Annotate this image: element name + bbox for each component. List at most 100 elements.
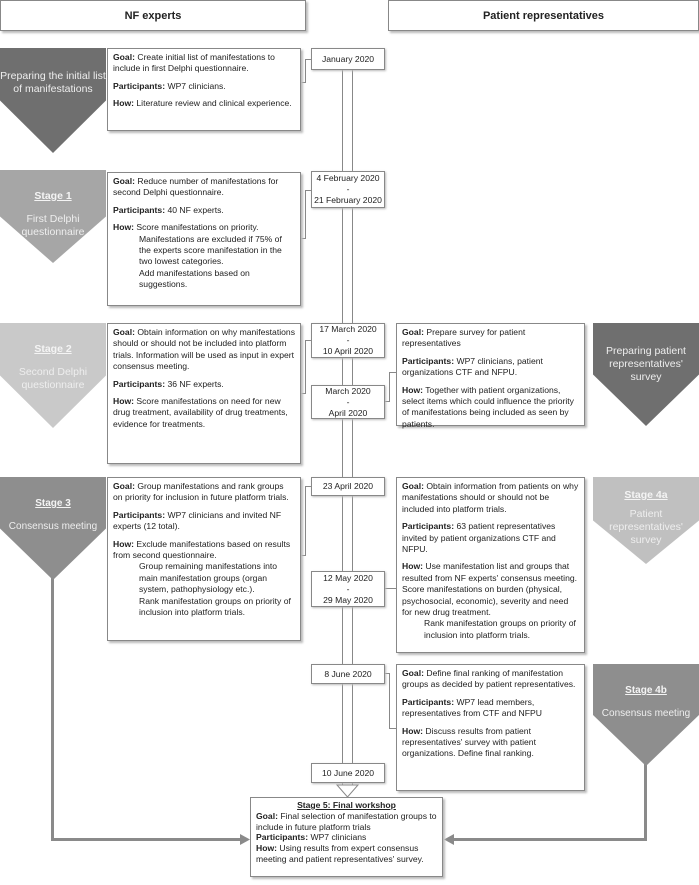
goal-text: Reduce number of manifestations for seco… <box>113 176 279 198</box>
how-label: How: <box>402 384 424 395</box>
stage4b-description: Goal: Define final ranking of manifestat… <box>396 664 585 791</box>
connector <box>389 588 396 589</box>
date-separator: - <box>346 583 350 594</box>
participants-label: Participants: <box>256 832 309 843</box>
date-23-april-2020: 23 April 2020 <box>311 477 385 496</box>
participants-label: Participants: <box>113 509 166 520</box>
timeline-arrow-icon <box>336 784 359 798</box>
stage5-description: Stage 5: Final workshop Goal: Final sele… <box>250 797 443 877</box>
stage2-shape: Stage 2 Second Delphi questionnaire <box>0 323 106 428</box>
connector <box>305 486 306 556</box>
date-text: 10 April 2020 <box>322 346 374 356</box>
arrow-right-icon <box>240 834 250 845</box>
goal-label: Goal: <box>113 481 135 491</box>
how-text: Using results from expert consensus meet… <box>256 843 424 864</box>
arrow-left-icon <box>444 834 454 845</box>
connector <box>389 673 390 729</box>
connector <box>300 238 305 239</box>
stage2-description: Goal: Obtain information on why manifest… <box>107 323 301 464</box>
stage2-label: Stage 2 <box>34 343 72 355</box>
connector <box>305 340 306 394</box>
connector <box>384 401 389 402</box>
connector <box>300 393 305 394</box>
goal-label: Goal: <box>402 668 424 678</box>
connector <box>305 190 311 191</box>
date-text: 23 April 2020 <box>322 481 374 491</box>
connector <box>305 59 311 60</box>
goal-text: Final selection of manifestation groups … <box>256 810 437 832</box>
connector <box>305 486 311 487</box>
stage3-title: Consensus meeting <box>8 521 98 532</box>
participants-text: WP7 clinicians <box>310 832 367 843</box>
stage-prep-shape: Preparing the initial list of manifestat… <box>0 48 106 153</box>
participants-label: Participants: <box>402 696 455 707</box>
stage4b-title: Consensus meeting <box>601 708 691 719</box>
how-label: How: <box>402 725 424 736</box>
stage4a-label: Stage 4a <box>624 489 668 501</box>
date-separator: - <box>346 396 350 407</box>
header-nf-experts: NF experts <box>0 0 306 31</box>
goal-label: Goal: <box>402 327 424 337</box>
date-february-2020: 4 February 2020-21 February 2020 <box>311 171 385 208</box>
how-text: Use manifestation list and groups that r… <box>402 561 578 618</box>
date-8-june-2020: 8 June 2020 <box>311 664 385 684</box>
participants-label: Participants: <box>113 80 166 91</box>
stage1-title: First Delphi questionnaire <box>21 213 85 238</box>
participants-label: Participants: <box>402 521 455 532</box>
goal-text: Create initial list of manifestations to… <box>113 52 275 74</box>
connector <box>384 673 389 674</box>
date-march-april-patient: March 2020-April 2020 <box>311 385 385 419</box>
prep-description: Goal: Create initial list of manifestati… <box>107 48 301 131</box>
participants-label: Participants: <box>113 204 166 215</box>
how-text: Score manifestations on need for new dru… <box>113 396 288 429</box>
date-text: 29 May 2020 <box>323 594 373 605</box>
date-10-june-2020: 10 June 2020 <box>311 763 385 783</box>
stage4b-label: Stage 4b <box>625 685 667 696</box>
how-text: Score manifestations on priority. <box>136 222 259 233</box>
how-label: How: <box>113 98 135 109</box>
stage1-label: Stage 1 <box>34 190 72 202</box>
stage1-description: Goal: Reduce number of manifestations fo… <box>107 172 301 306</box>
connector <box>389 372 390 402</box>
participants-text: WP7 clinicians and invited NF experts (1… <box>113 509 282 532</box>
connector <box>305 340 311 341</box>
how-text: Rank manifestation groups on priority of… <box>424 618 576 640</box>
participants-text: WP7 clinicians, patient organizations CT… <box>402 355 543 378</box>
patient-prep-description: Goal: Prepare survey for patient represe… <box>396 323 585 429</box>
date-separator: - <box>346 184 350 194</box>
date-march-april-2020: 17 March 2020-10 April 2020 <box>311 323 385 358</box>
goal-label: Goal: <box>113 52 135 62</box>
stage3-flow-line <box>51 578 54 841</box>
date-january-2020: January 2020 <box>311 48 385 70</box>
connector <box>300 555 305 556</box>
date-text: 8 June 2020 <box>324 668 372 679</box>
goal-text: Obtain information on why manifestations… <box>113 327 295 372</box>
participants-label: Participants: <box>402 355 455 366</box>
date-separator: - <box>346 335 350 345</box>
stage3-description: Goal: Group manifestations and rank grou… <box>107 477 301 641</box>
how-text: Group remaining manifestations into main… <box>139 561 278 595</box>
stage5-title: Stage 5: Final workshop <box>297 800 396 810</box>
goal-text: Obtain information from patients on why … <box>402 481 579 514</box>
date-text: April 2020 <box>328 407 368 418</box>
connector <box>300 82 305 83</box>
how-text: Exclude manifestations based on results … <box>113 538 291 561</box>
goal-label: Goal: <box>113 327 135 337</box>
goal-label: Goal: <box>113 176 135 186</box>
patient-prep-shape: Preparing patient representatives' surve… <box>593 323 699 426</box>
stage4b-flow-line <box>644 762 647 841</box>
stage1-shape: Stage 1 First Delphi questionnaire <box>0 170 106 263</box>
connector <box>389 728 396 729</box>
header-patient-representatives: Patient representatives <box>388 0 699 31</box>
how-label: How: <box>402 561 424 572</box>
stage2-title: Second Delphi questionnaire <box>18 366 88 391</box>
how-text: Together with patient organizations, sel… <box>402 384 574 429</box>
timeline-line-left <box>342 70 343 788</box>
connector <box>389 372 396 373</box>
stage-prep-title: Preparing the initial list of manifestat… <box>0 70 106 95</box>
date-text: 10 June 2020 <box>321 767 375 778</box>
participants-text: WP7 clinicians. <box>167 80 226 91</box>
stage4a-title: Patient representatives' survey <box>609 508 683 546</box>
stage4b-flow-line-h <box>452 838 647 841</box>
